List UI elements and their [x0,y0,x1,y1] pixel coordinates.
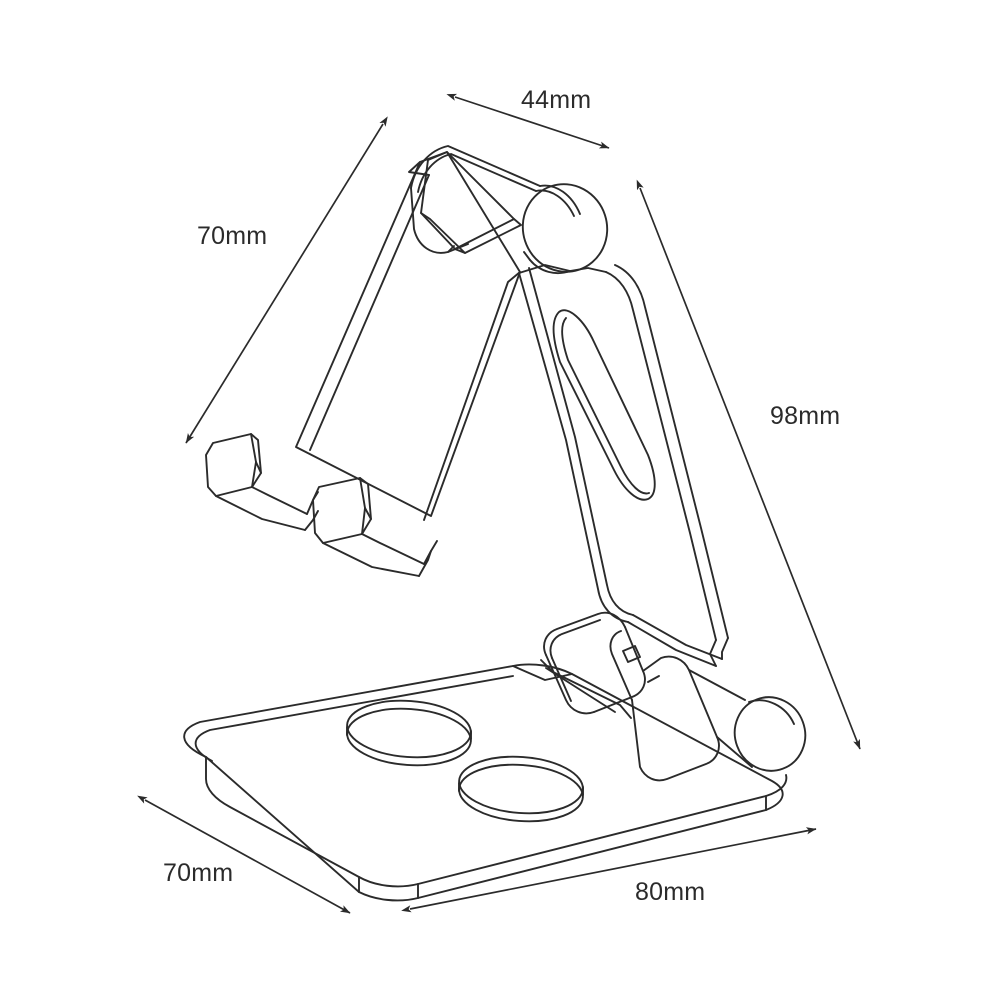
dimension-label-base-width: 80mm [635,878,706,906]
base-pad-recess-front [458,755,584,823]
cradle-bottom-lip-left [205,433,319,531]
dimension-arrow-overall-height [636,179,861,750]
lower-hinge-cylinder [540,611,807,782]
dimension-arrow-cradle-length [185,116,388,444]
support-arm-with-oval-slot [518,264,729,667]
dimension-label-base-depth: 70mm [163,859,234,887]
device-cradle-panel [295,151,522,521]
cradle-bottom-lip-right [304,477,438,577]
dimension-arrow-base-depth [137,795,351,914]
dimension-label-width-top: 44mm [521,86,592,114]
base-pad-recess-rear [346,699,472,767]
dimension-arrow-width-top [446,93,610,149]
dimension-label-cradle-length: 70mm [197,222,268,250]
base-plate [183,663,788,902]
dimension-arrow-base-width [401,827,817,913]
dimension-label-overall-height: 98mm [770,402,841,430]
